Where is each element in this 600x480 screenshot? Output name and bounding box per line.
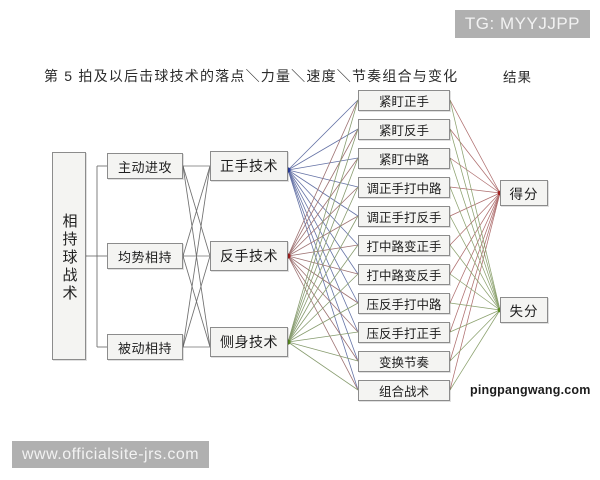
node-result-win[interactable]: 得分 <box>500 180 548 206</box>
node-tactic-4[interactable]: 调正手打中路 <box>358 177 450 198</box>
node-tactic-11[interactable]: 组合战术 <box>358 380 450 401</box>
result-column-header: 结果 <box>503 70 532 85</box>
node-forehand-technique[interactable]: 正手技术 <box>210 151 288 181</box>
node-result-lose[interactable]: 失分 <box>500 297 548 323</box>
node-active-attack[interactable]: 主动进攻 <box>107 153 183 179</box>
node-balanced-rally[interactable]: 均势相持 <box>107 243 183 269</box>
site-watermark: www.officialsite-jrs.com <box>12 441 210 468</box>
node-tactic-8[interactable]: 压反手打中路 <box>358 293 450 314</box>
node-tactic-10[interactable]: 变换节奏 <box>358 351 450 372</box>
node-tactic-7[interactable]: 打中路变反手 <box>358 264 450 285</box>
node-passive-rally[interactable]: 被动相持 <box>107 334 183 360</box>
node-root-tactics[interactable]: 相持球战术 <box>52 152 86 360</box>
node-tactic-3[interactable]: 紧盯中路 <box>358 148 450 169</box>
source-watermark: pingpangwang.com <box>470 383 591 397</box>
telegram-watermark: TG: MYYJJPP <box>454 10 590 38</box>
node-tactic-2[interactable]: 紧盯反手 <box>358 119 450 140</box>
node-tactic-5[interactable]: 调正手打反手 <box>358 206 450 227</box>
node-tactic-6[interactable]: 打中路变正手 <box>358 235 450 256</box>
node-pivot-technique[interactable]: 侧身技术 <box>210 327 288 357</box>
node-tactic-9[interactable]: 压反手打正手 <box>358 322 450 343</box>
node-tactic-1[interactable]: 紧盯正手 <box>358 90 450 111</box>
page-title: 第 5 拍及以后击球技术的落点＼力量＼速度＼节奏组合与变化 <box>44 68 459 84</box>
node-backhand-technique[interactable]: 反手技术 <box>210 241 288 271</box>
